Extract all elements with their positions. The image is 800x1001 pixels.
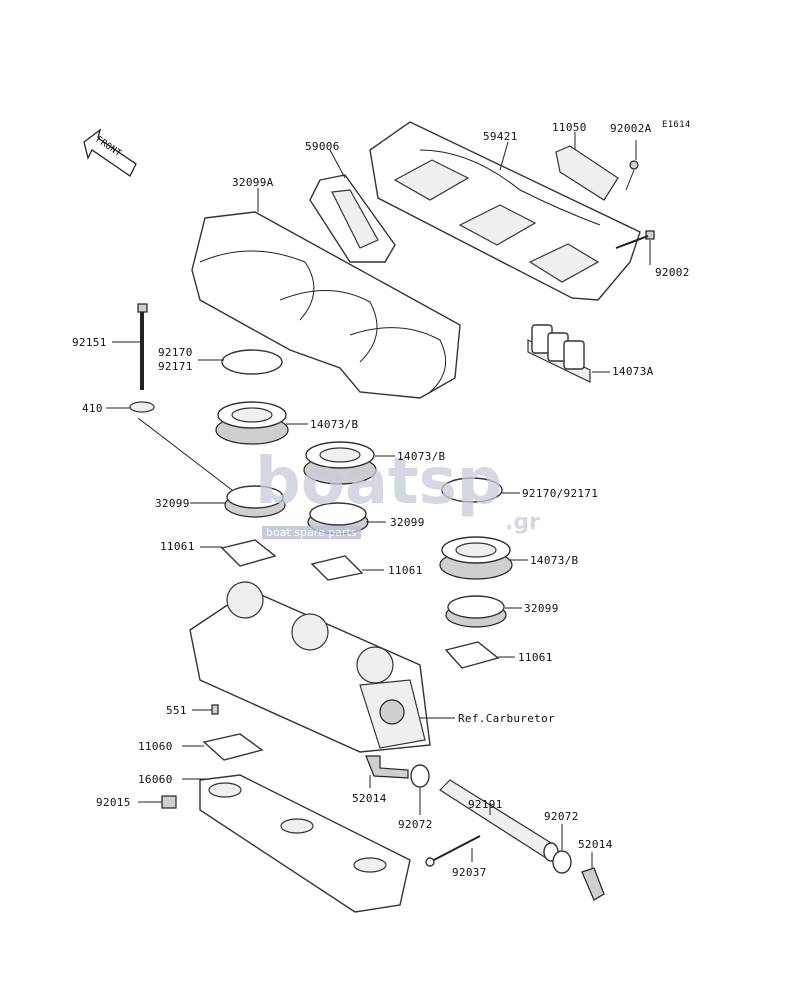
callout-14073A: 14073A <box>612 365 654 378</box>
funnel-14073B-2 <box>303 441 377 485</box>
clip-92072-2 <box>552 850 572 874</box>
callout-92170-stack: 92170 <box>158 346 193 359</box>
callout-92002A: 92002A <box>610 122 652 135</box>
clip-92072-1 <box>410 764 430 788</box>
front-arrow-icon <box>83 128 137 177</box>
intake-14073A <box>527 324 591 383</box>
callout-59006: 59006 <box>305 140 340 153</box>
callout-16060: 16060 <box>138 773 173 786</box>
callout-92002: 92002 <box>655 266 690 279</box>
callout-92171-stack: 92171 <box>158 360 193 373</box>
callout-11060: 11060 <box>138 740 173 753</box>
callout-11061-2: 11061 <box>388 564 423 577</box>
callout-11050: 11050 <box>552 121 587 134</box>
funnel-14073B-3 <box>439 536 513 580</box>
callout-14073B-1: 14073/B <box>310 418 359 431</box>
clamp-92170-right <box>441 477 503 503</box>
pin-551 <box>211 704 219 715</box>
callout-92072-1: 92072 <box>398 818 433 831</box>
callout-410: 410 <box>82 402 103 415</box>
callout-32099-2: 32099 <box>390 516 425 529</box>
watermark-domain: .gr <box>505 510 540 535</box>
manifold-16060 <box>199 774 411 913</box>
callout-92037: 92037 <box>452 866 487 879</box>
callout-52014-1: 52014 <box>352 792 387 805</box>
gasket-59006 <box>309 174 396 263</box>
leader-lines <box>106 132 651 868</box>
filter-cover-32099A <box>191 211 461 399</box>
callout-11061-1: 11061 <box>160 540 195 553</box>
bolt-92002A <box>625 160 639 191</box>
ref-code: E1614 <box>662 120 691 130</box>
hose-92191 <box>439 779 559 862</box>
air-box-59421 <box>369 121 641 301</box>
callout-11061-3: 11061 <box>518 651 553 664</box>
seal-32099-3 <box>445 595 507 628</box>
gasket-11061-1 <box>220 539 277 567</box>
plate-11050 <box>555 145 619 201</box>
callout-32099-1: 32099 <box>155 497 190 510</box>
front-direction-arrow: FRONT <box>82 128 142 187</box>
callout-32099A: 32099A <box>232 176 274 189</box>
callout-92170-92171: 92170/92171 <box>522 487 599 500</box>
callout-92015: 92015 <box>96 796 131 809</box>
watermark-tagline: boat spare parts <box>262 526 361 539</box>
tie-92037 <box>429 835 481 863</box>
seal-32099-1 <box>224 485 286 518</box>
gasket-11060 <box>202 733 264 761</box>
carburetor-assembly <box>189 581 431 753</box>
funnel-14073B-1 <box>215 401 289 445</box>
bolt-92151 <box>137 303 148 390</box>
gasket-11061-3 <box>444 641 500 669</box>
callout-14073B-2: 14073/B <box>397 450 446 463</box>
callout-59421: 59421 <box>483 130 518 143</box>
fitting-52014-1 <box>365 755 409 779</box>
bolt-92002 <box>615 230 655 249</box>
fitting-52014-2 <box>581 867 605 901</box>
nut-92015 <box>161 795 177 809</box>
callout-ref-carburetor: Ref.Carburetor <box>458 712 555 725</box>
clamp-92170-left <box>221 349 283 375</box>
watermark-logo: boatsp <box>255 445 503 519</box>
gasket-11061-2 <box>310 555 364 581</box>
callout-14073B-3: 14073/B <box>530 554 579 567</box>
callout-92191: 92191 <box>468 798 503 811</box>
callout-92151: 92151 <box>72 336 107 349</box>
callout-92072-2: 92072 <box>544 810 579 823</box>
washer-410 <box>129 401 155 413</box>
callout-52014-2: 52014 <box>578 838 613 851</box>
callout-32099-3: 32099 <box>524 602 559 615</box>
callout-551: 551 <box>166 704 187 717</box>
